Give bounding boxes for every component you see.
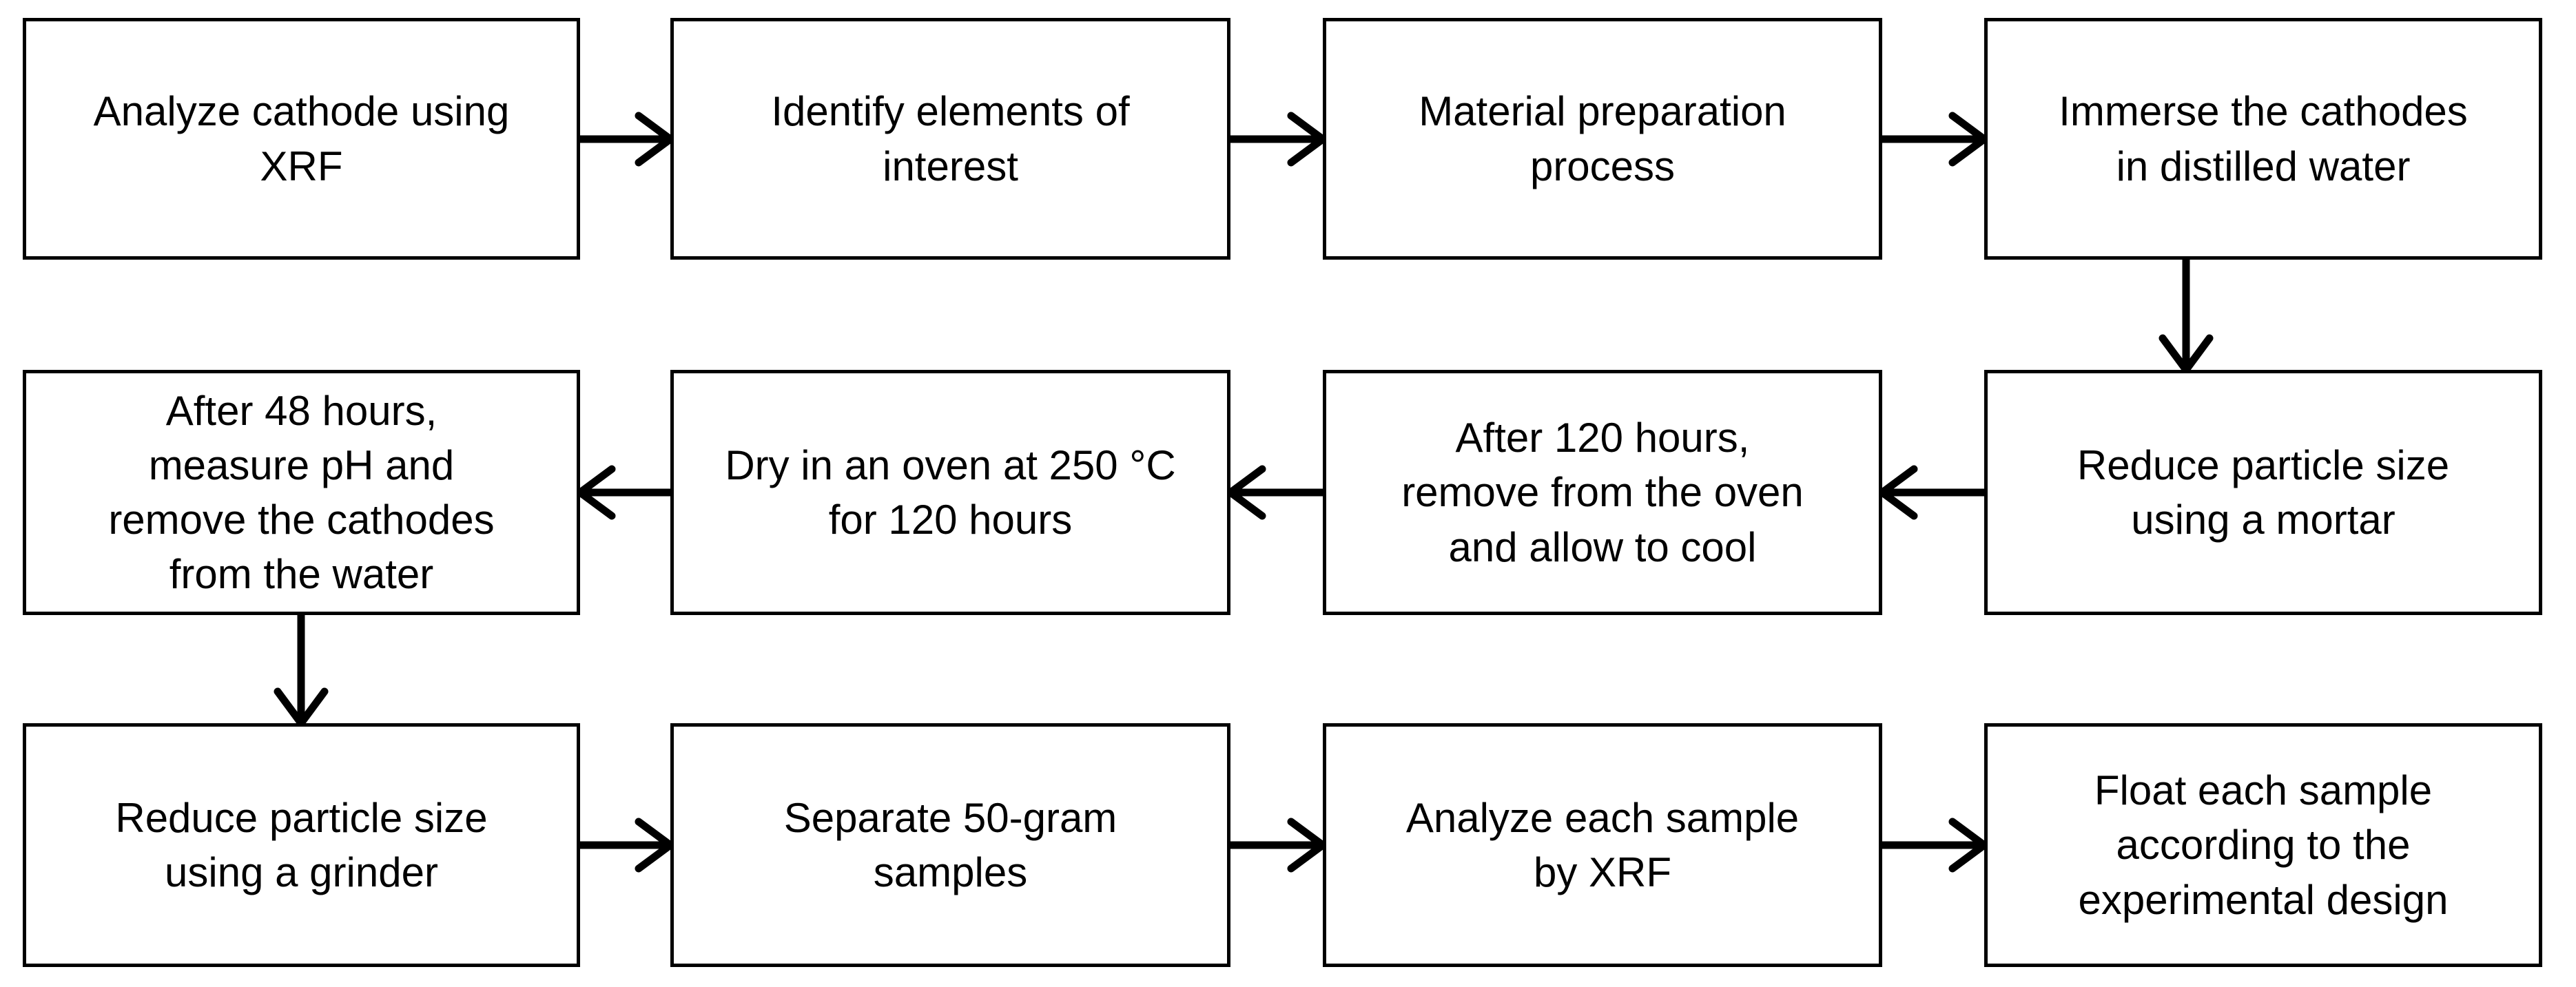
process-box-n3[interactable]: Material preparation process <box>1323 18 1882 260</box>
process-box-label: Float each sample according to the exper… <box>2078 767 2449 923</box>
process-box-n12[interactable]: Float each sample according to the exper… <box>1984 723 2542 967</box>
process-box-n10[interactable]: Separate 50-gram samples <box>670 723 1230 967</box>
process-box-n7[interactable]: After 120 hours, remove from the oven an… <box>1323 370 1882 615</box>
process-box-label: Identify elements of interest <box>771 88 1130 189</box>
process-box-label: Immerse the cathodes in distilled water <box>2059 88 2468 189</box>
connector-arrow-left <box>1878 465 1984 520</box>
process-box-label: Analyze cathode using XRF <box>93 88 510 189</box>
connector-arrow-down <box>274 615 329 727</box>
connector-arrow-right <box>580 112 674 167</box>
process-box-label: After 48 hours, measure pH and remove th… <box>108 387 495 598</box>
process-box-n6[interactable]: Dry in an oven at 250 °C for 120 hours <box>670 370 1230 615</box>
process-box-label: Reduce particle size using a grinder <box>115 794 488 895</box>
connector-arrow-right <box>1882 112 1988 167</box>
process-box-label: Material preparation process <box>1419 88 1786 189</box>
process-box-n9[interactable]: Reduce particle size using a grinder <box>23 723 580 967</box>
connector-arrow-left <box>1226 465 1323 520</box>
process-box-n2[interactable]: Identify elements of interest <box>670 18 1230 260</box>
connector-arrow-right <box>580 818 674 873</box>
process-box-label: Separate 50-gram samples <box>783 794 1117 895</box>
connector-arrow-down <box>2158 260 2214 374</box>
process-box-label: Reduce particle size using a mortar <box>2077 441 2450 543</box>
process-box-n8[interactable]: Reduce particle size using a mortar <box>1984 370 2542 615</box>
connector-arrow-left <box>576 465 670 520</box>
process-box-n11[interactable]: Analyze each sample by XRF <box>1323 723 1882 967</box>
connector-arrow-right <box>1230 112 1327 167</box>
process-box-label: Analyze each sample by XRF <box>1405 794 1800 895</box>
process-box-label: After 120 hours, remove from the oven an… <box>1401 415 1804 570</box>
process-box-label: Dry in an oven at 250 °C for 120 hours <box>725 441 1176 543</box>
connector-arrow-right <box>1882 818 1988 873</box>
connector-arrow-right <box>1230 818 1327 873</box>
process-box-n5[interactable]: After 48 hours, measure pH and remove th… <box>23 370 580 615</box>
process-box-n1[interactable]: Analyze cathode using XRF <box>23 18 580 260</box>
process-box-n4[interactable]: Immerse the cathodes in distilled water <box>1984 18 2542 260</box>
